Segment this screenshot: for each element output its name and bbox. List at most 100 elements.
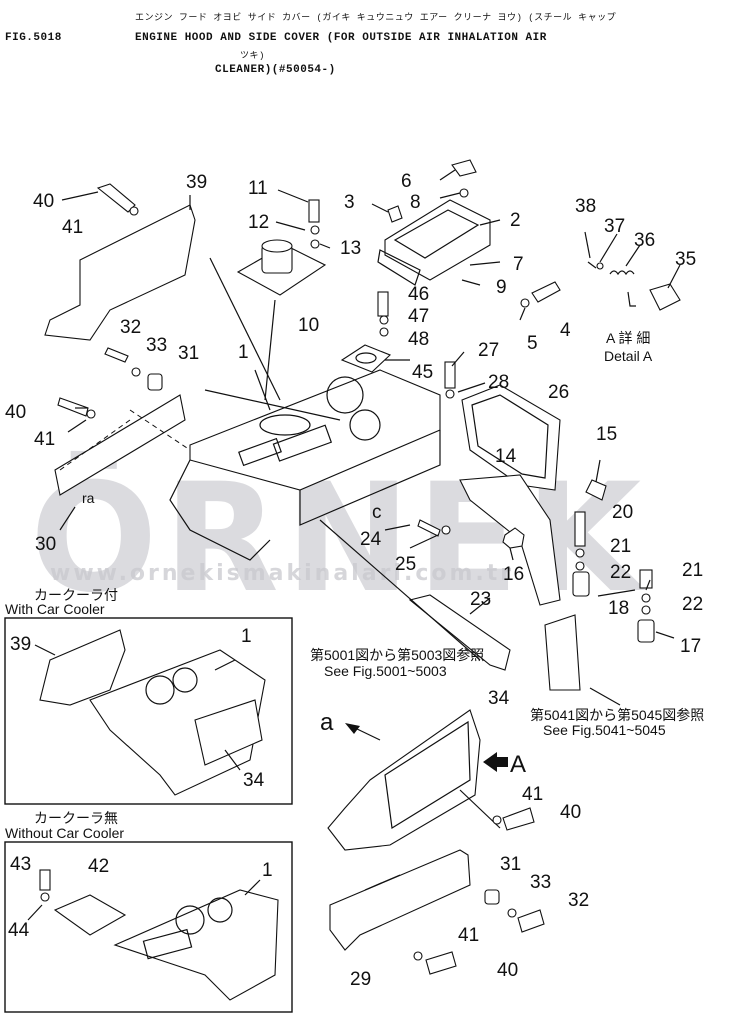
- ref-fig5041-en: See Fig.5041~5045: [543, 722, 666, 738]
- callout-23: 23: [470, 589, 491, 610]
- callout-41b: 41: [34, 429, 55, 450]
- callout-31b: 31: [500, 854, 521, 875]
- callout-21: 21: [610, 536, 631, 557]
- post-bracket-part: [544, 614, 581, 691]
- fasteners: [57, 159, 681, 643]
- callout-11: 11: [248, 178, 268, 199]
- callout-44: 44: [8, 920, 30, 941]
- inset-without-cooler-frame: [4, 841, 293, 1013]
- callout-3: 3: [344, 192, 355, 213]
- callout-22b: 22: [682, 594, 703, 615]
- callout-34-inset: 34: [243, 770, 265, 791]
- callout-9: 9: [496, 277, 507, 298]
- view-label-A: A: [510, 751, 526, 778]
- inset-with-cooler-parts: [34, 629, 266, 796]
- ref-fig5041-jp: 第5041図から第5045図参照: [530, 707, 704, 723]
- callout-36: 36: [634, 230, 655, 251]
- view-label-a: a: [320, 709, 334, 736]
- engine-hood-part: [169, 369, 441, 561]
- callout-13: 13: [340, 238, 361, 259]
- callout-47: 47: [408, 306, 429, 327]
- callout-numbers: 40 39 41 11 3 6 8 2 12 13 7 9 46 47 48 1…: [5, 171, 703, 990]
- ref-fig5001-jp: 第5001図から第5003図参照: [310, 647, 484, 663]
- side-cover-left-part: [44, 204, 196, 341]
- callout-6: 6: [401, 171, 412, 192]
- detail-a-jp: A 詳 細: [606, 330, 650, 346]
- callout-30: 30: [35, 534, 56, 555]
- callout-28: 28: [488, 372, 509, 393]
- callout-25: 25: [395, 554, 416, 575]
- lower-side-cover-part: [329, 849, 471, 951]
- inset-without-cooler-parts: [27, 869, 279, 1001]
- header-kana-line: エンジン フード オヨビ サイド カバー (ガイキ キュウニュウ エアー クリー…: [135, 13, 617, 23]
- inset-without-jp: カークーラ無: [34, 810, 118, 826]
- callout-4: 4: [560, 320, 571, 341]
- header-kana-line2: ツキ): [240, 51, 265, 61]
- callout-26: 26: [548, 382, 569, 403]
- callout-14: 14: [495, 446, 517, 467]
- callout-21b: 21: [682, 560, 703, 581]
- callout-45: 45: [412, 362, 433, 383]
- inset-with-jp: カークーラ付: [34, 587, 118, 603]
- callout-39-inset: 39: [10, 634, 31, 655]
- view-label-c: c: [372, 502, 382, 523]
- callout-2: 2: [510, 210, 521, 231]
- callout-20: 20: [612, 502, 633, 523]
- inset-with-cooler-frame: [4, 617, 293, 805]
- side-strip-part: [54, 394, 186, 496]
- callout-17: 17: [680, 636, 701, 657]
- callout-39: 39: [186, 172, 207, 193]
- callout-5: 5: [527, 333, 538, 354]
- callout-32: 32: [120, 317, 141, 338]
- callout-48: 48: [408, 329, 429, 350]
- callout-29: 29: [350, 969, 371, 990]
- callout-22: 22: [610, 562, 631, 583]
- callout-8: 8: [410, 192, 421, 213]
- frame-part: [461, 384, 561, 491]
- callout-27: 27: [478, 340, 499, 361]
- callout-7: 7: [513, 254, 524, 275]
- header-title-line1: ENGINE HOOD AND SIDE COVER (FOR OUTSIDE …: [135, 32, 547, 44]
- callout-1-inset2: 1: [262, 860, 273, 881]
- detail-a-en: Detail A: [604, 348, 653, 364]
- callout-38: 38: [575, 196, 596, 217]
- callout-24: 24: [360, 529, 382, 550]
- callout-40: 40: [33, 191, 54, 212]
- callout-34: 34: [488, 688, 510, 709]
- dashed-reference-lines: [59, 409, 191, 471]
- top-cover-part: [377, 199, 491, 286]
- stay-part: [408, 594, 511, 671]
- watermark-url: www.ornekismakinalari.com.tr: [50, 561, 514, 586]
- callout-33b: 33: [530, 872, 551, 893]
- callout-12: 12: [248, 212, 269, 233]
- callout-41c: 41: [522, 784, 543, 805]
- callout-40d: 40: [497, 960, 518, 981]
- inset-with-en: With Car Cooler: [5, 601, 105, 617]
- intake-duct-part: [236, 239, 327, 401]
- callout-16: 16: [503, 564, 524, 585]
- callout-41: 41: [62, 217, 83, 238]
- callout-18: 18: [608, 598, 629, 619]
- callout-1-inset: 1: [241, 626, 252, 647]
- leader-lines: [59, 169, 681, 706]
- callout-41d: 41: [458, 925, 479, 946]
- callout-31: 31: [178, 343, 199, 364]
- seal-ring-part: [340, 344, 392, 373]
- lower-fasteners: [413, 807, 545, 975]
- callout-40c: 40: [560, 802, 581, 823]
- view-label-ra: ra: [82, 490, 95, 506]
- detail-a-parts: [587, 261, 636, 307]
- callout-43: 43: [10, 854, 31, 875]
- callout-40b: 40: [5, 402, 26, 423]
- inset-without-en: Without Car Cooler: [5, 825, 124, 841]
- callout-15: 15: [596, 424, 617, 445]
- view-arrows: [345, 723, 508, 772]
- callout-1: 1: [238, 342, 249, 363]
- callout-35: 35: [675, 249, 696, 270]
- callout-46: 46: [408, 284, 429, 305]
- callout-32b: 32: [568, 890, 589, 911]
- bracket-part: [459, 474, 561, 606]
- callout-10: 10: [298, 315, 319, 336]
